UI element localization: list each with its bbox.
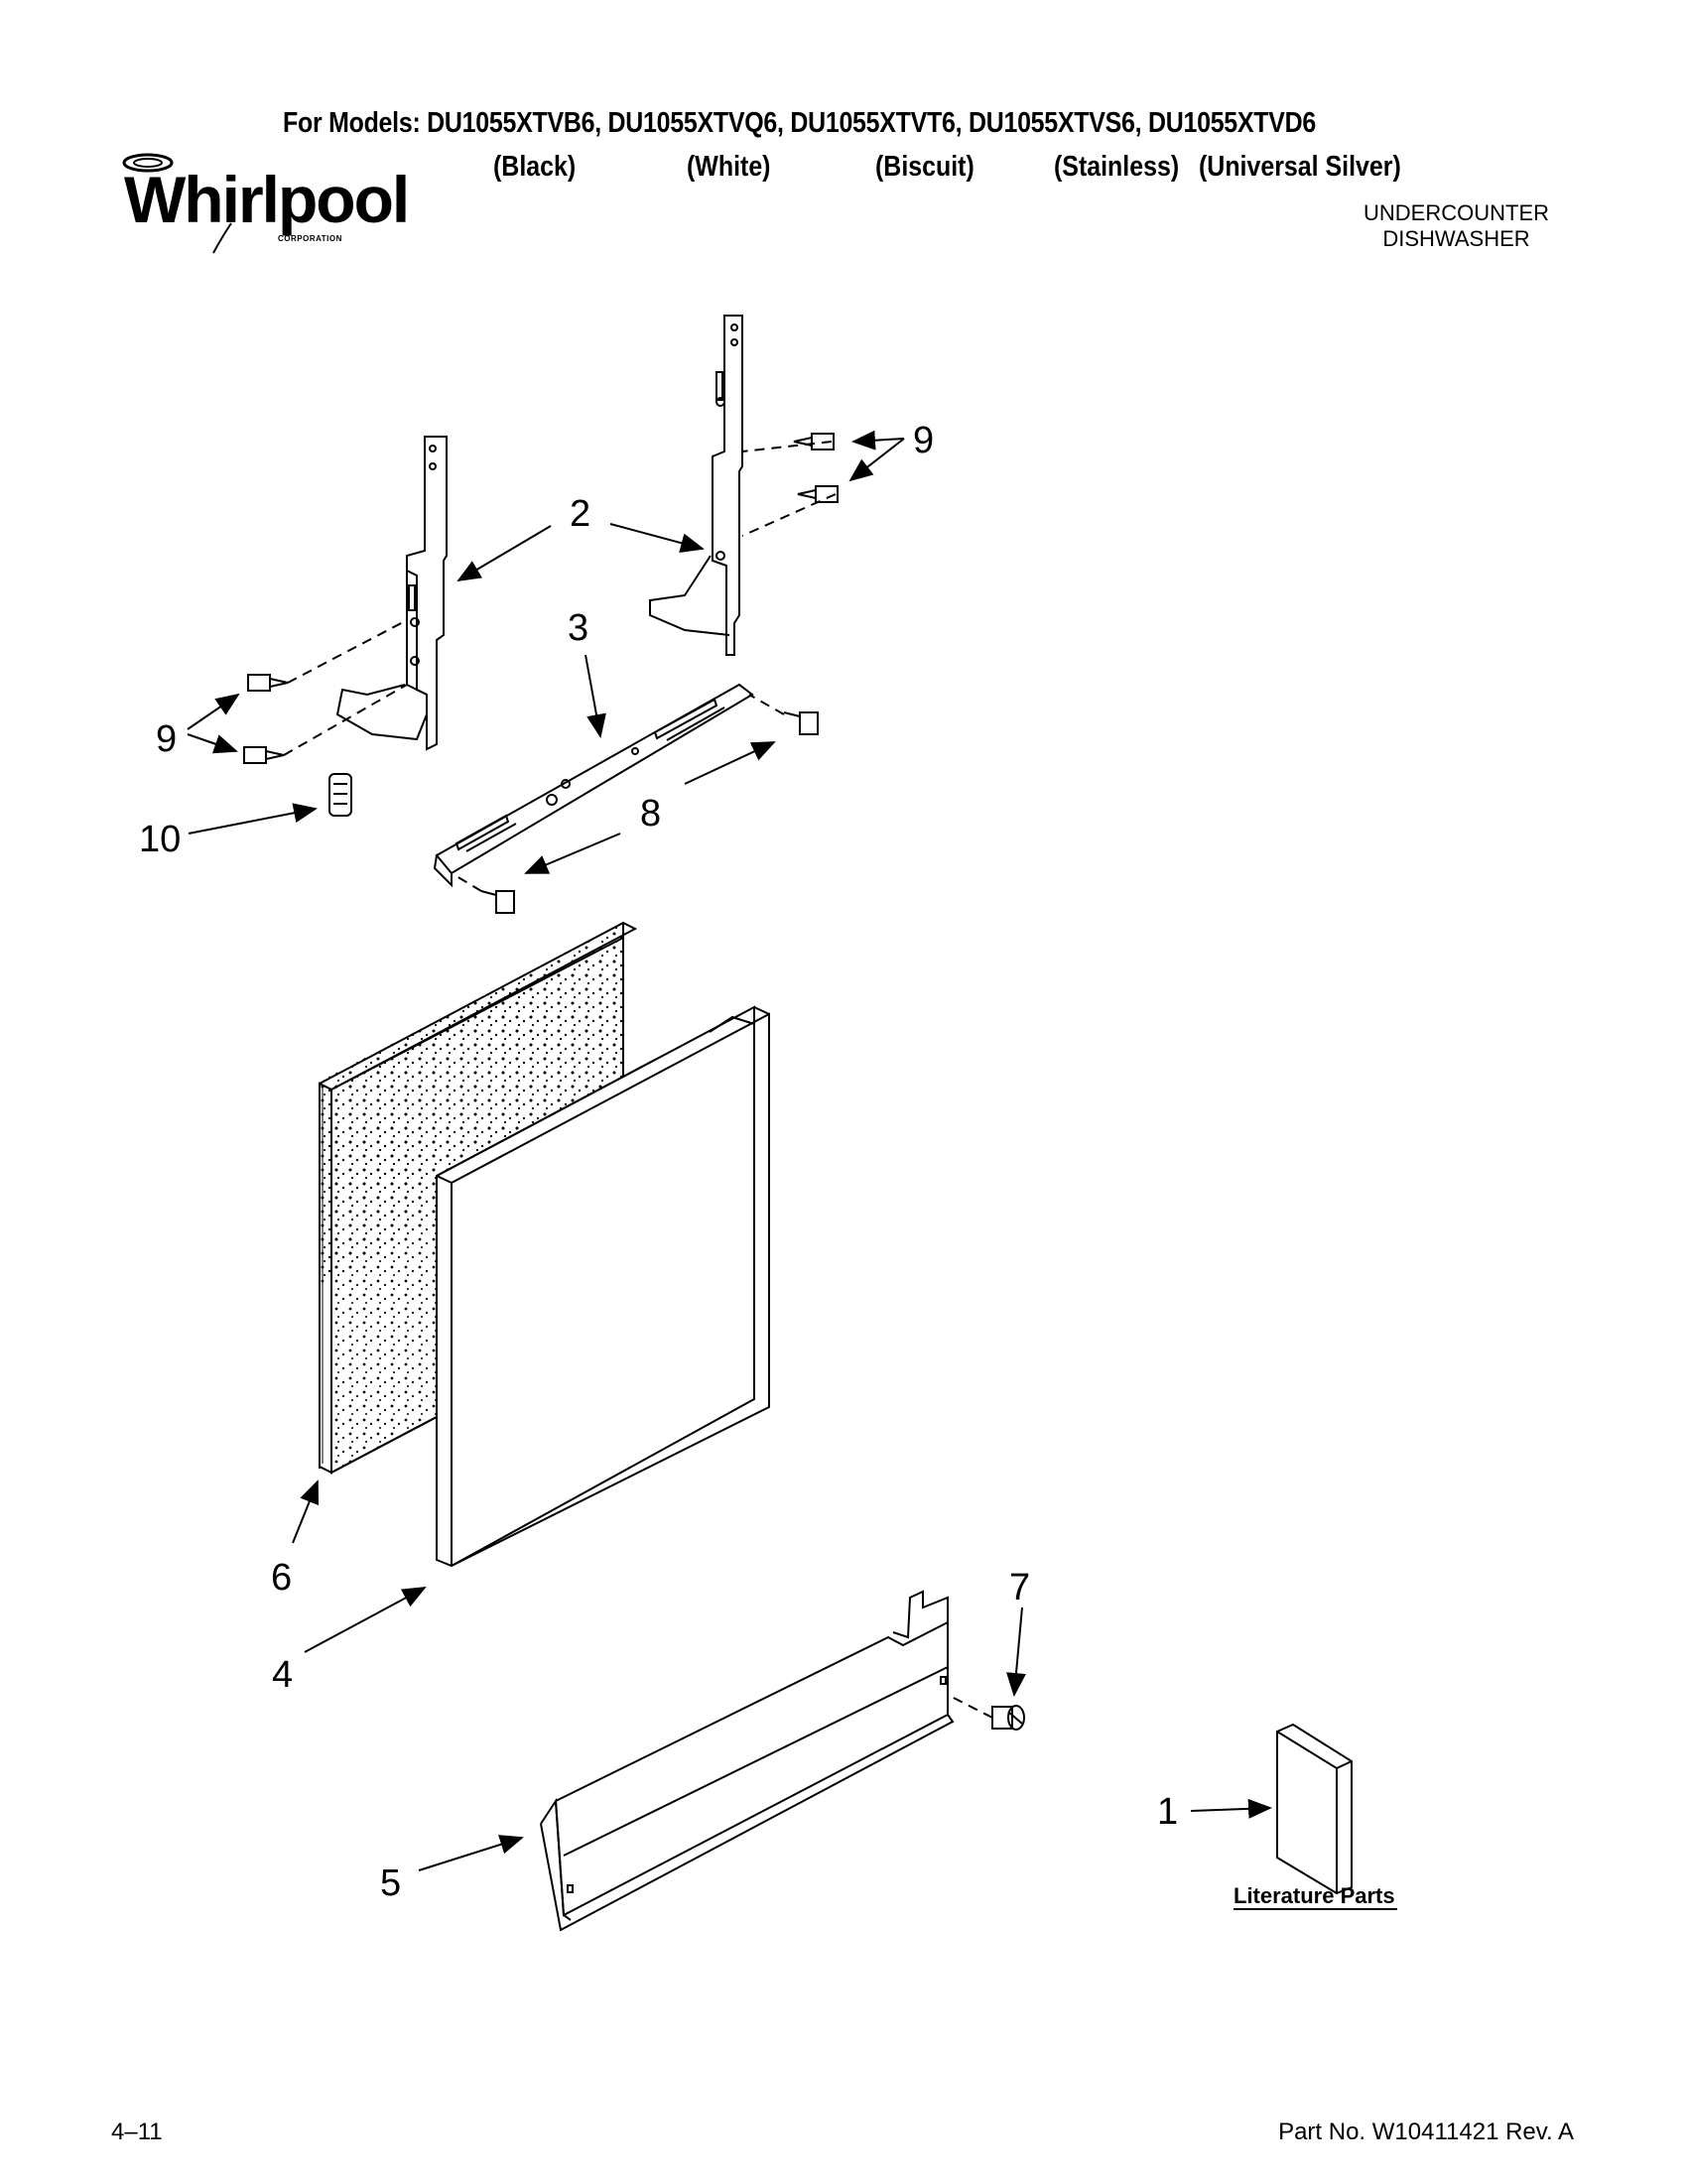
screw-upper-right-2: [797, 485, 839, 503]
screw-left-1: [247, 674, 289, 692]
callout-3: 3: [568, 607, 588, 649]
logo-corporation: CORPORATION: [278, 234, 342, 243]
leader-9-left-bottom: [187, 733, 238, 754]
leader-2-right: [609, 523, 705, 553]
leader-8-right: [684, 741, 776, 785]
logo-wordmark: Whirlpool: [124, 163, 410, 236]
callout-9-left: 9: [156, 718, 177, 760]
callout-10: 10: [139, 819, 181, 860]
hinge-bracket-left: [335, 436, 448, 751]
callout-1: 1: [1157, 1791, 1178, 1833]
logo-swirl: [122, 153, 232, 254]
screw-left-2: [243, 746, 285, 764]
callout-4: 4: [272, 1654, 293, 1696]
screw-rail-right: [783, 711, 819, 735]
product-line-2: DISHWASHER: [1382, 226, 1530, 251]
color-black: (Black): [493, 151, 577, 183]
product-line-1: UNDERCOUNTER: [1363, 200, 1549, 225]
leader-4: [304, 1587, 427, 1653]
product-type: UNDERCOUNTER DISHWASHER: [1363, 200, 1549, 252]
literature-parts-label: Literature Parts: [1234, 1883, 1395, 1908]
callout-6: 6: [271, 1557, 292, 1599]
color-biscuit: (Biscuit): [875, 151, 974, 183]
leader-10: [188, 803, 318, 835]
leader-9-left-top: [187, 693, 240, 730]
models-line: For Models: DU1055XTVB6, DU1055XTVQ6, DU…: [283, 107, 1317, 139]
literature-book: [1276, 1723, 1353, 1895]
leader-8-left: [524, 833, 621, 874]
whirlpool-logo-icon: Whirlpool CORPORATION: [114, 149, 410, 258]
leader-6: [292, 1479, 320, 1544]
color-white: (White): [687, 151, 771, 183]
door-bumper: [328, 773, 352, 817]
leader-2-left: [456, 525, 552, 582]
leader-9-bottom: [848, 438, 905, 482]
color-stainless: (Stainless): [1054, 151, 1180, 183]
color-universal-silver: (Universal Silver): [1199, 151, 1401, 183]
page-number: 4–11: [111, 2119, 163, 2145]
toe-panel: [540, 1590, 955, 1932]
callout-2: 2: [570, 493, 590, 535]
door-rail-bracket: [433, 683, 754, 888]
callout-9-top: 9: [913, 420, 934, 461]
outer-door-panel: [436, 1005, 770, 1568]
leader-1: [1190, 1798, 1272, 1819]
callout-5: 5: [380, 1863, 401, 1904]
leader-5: [418, 1835, 524, 1871]
callout-7: 7: [1009, 1567, 1030, 1608]
leader-7: [1006, 1606, 1026, 1697]
hinge-bracket-right: [649, 315, 743, 656]
part-number: Part No. W10411421 Rev. A: [1278, 2119, 1574, 2145]
toe-panel-screw: [991, 1705, 1025, 1731]
callout-8: 8: [640, 793, 661, 835]
leader-3: [584, 654, 606, 738]
screw-rail-left: [480, 890, 515, 914]
leader-9-top: [851, 430, 905, 450]
